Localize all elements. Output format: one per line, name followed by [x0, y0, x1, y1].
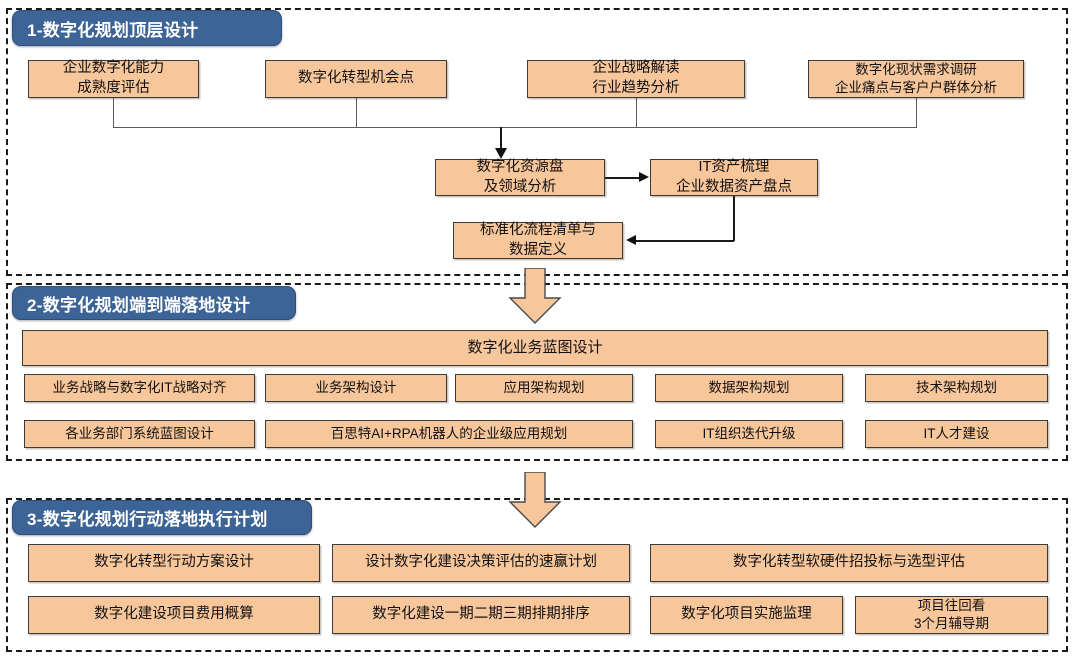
- arrowhead-bus-to-resource-icon: [495, 148, 507, 159]
- box-it-org-iteration: IT组织迭代升级: [655, 420, 843, 448]
- box-strategy-alignment: 业务战略与数字化IT战略对齐: [24, 374, 255, 402]
- box-hw-sw-bidding-evaluation: 数字化转型软硬件招投标与选型评估: [650, 544, 1048, 582]
- connector-asset-down: [733, 196, 735, 241]
- section-badge-top-design: 1-数字化规划顶层设计: [12, 10, 282, 46]
- box-resource-inventory: 数字化资源盘 及领域分析: [435, 159, 605, 196]
- connector-horizontal-bus: [113, 127, 917, 128]
- box-standard-process-list: 标准化流程清单与 数据定义: [453, 222, 623, 259]
- box-ai-rpa-enterprise-plan: 百思特AI+RPA机器人的企业级应用规划: [265, 420, 633, 448]
- box-business-architecture: 业务架构设计: [265, 374, 447, 402]
- box-technology-architecture: 技术架构规划: [865, 374, 1048, 402]
- connector-opportunity-drop: [356, 98, 357, 127]
- box-transformation-action-plan: 数字化转型行动方案设计: [28, 544, 320, 582]
- box-project-cost-estimate: 数字化建设项目费用概算: [28, 596, 320, 634]
- box-digital-business-blueprint: 数字化业务蓝图设计: [22, 330, 1048, 366]
- connector-resource-to-asset: [605, 177, 641, 179]
- section-badge-end-to-end: 2-数字化规划端到端落地设计: [12, 286, 296, 320]
- box-quick-win-plan: 设计数字化建设决策评估的速赢计划: [332, 544, 630, 582]
- connector-capability-drop: [113, 98, 114, 127]
- box-strategy-interpretation: 企业战略解读 行业趋势分析: [527, 60, 745, 98]
- connector-strategy-drop: [636, 98, 637, 127]
- box-transformation-opportunity: 数字化转型机会点: [265, 60, 447, 98]
- box-retrospective-coaching: 项目往回看 3个月辅导期: [855, 596, 1048, 634]
- box-data-architecture: 数据架构规划: [655, 374, 843, 402]
- section-badge-action-plan: 3-数字化规划行动落地执行计划: [12, 500, 312, 535]
- connector-bus-to-resource: [500, 127, 502, 151]
- box-phase-scheduling: 数字化建设一期二期三期排期排序: [332, 596, 630, 634]
- flow-arrow-section1-to-section2-icon: [508, 268, 562, 324]
- box-application-architecture: 应用架构规划: [455, 374, 633, 402]
- flow-arrow-section2-to-section3-icon: [508, 472, 562, 528]
- box-it-asset-inventory: IT资产梳理 企业数据资产盘点: [650, 159, 818, 196]
- connector-research-drop: [916, 98, 917, 127]
- arrowhead-resource-to-asset-icon: [639, 172, 649, 182]
- connector-asset-to-process: [636, 240, 734, 242]
- box-status-demand-research: 数字化现状需求调研 企业痛点与客户户群体分析: [808, 60, 1024, 98]
- arrowhead-asset-to-process-icon: [626, 235, 636, 245]
- box-it-talent-building: IT人才建设: [865, 420, 1048, 448]
- box-project-supervision: 数字化项目实施监理: [650, 596, 843, 634]
- box-capability-maturity: 企业数字化能力 成熟度评估: [28, 60, 199, 98]
- box-department-blueprint: 各业务部门系统蓝图设计: [24, 420, 255, 448]
